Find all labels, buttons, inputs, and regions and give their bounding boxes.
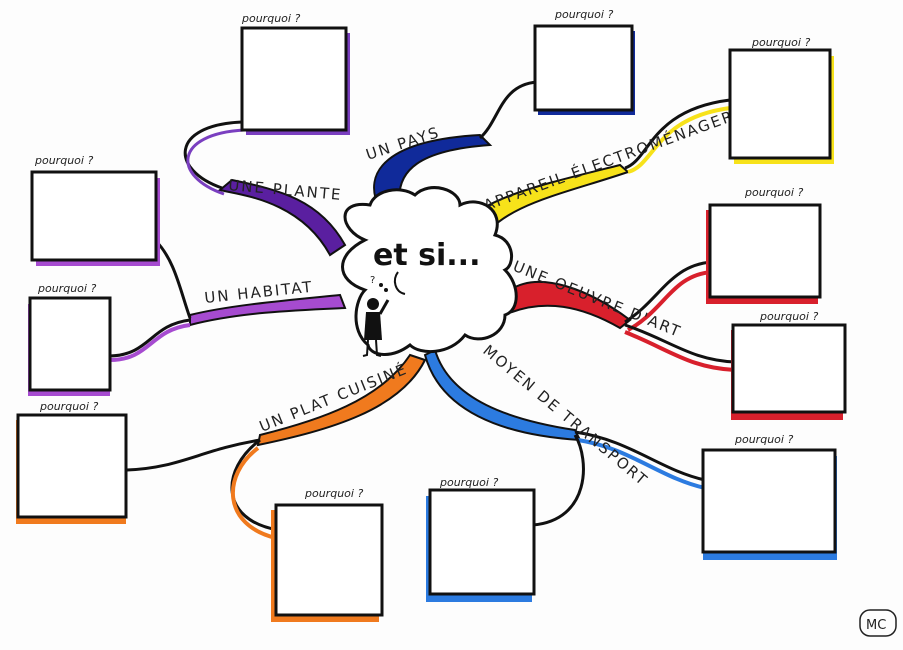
- answer-box[interactable]: pourquoi ?: [30, 154, 160, 266]
- signature-text: MC: [866, 618, 886, 633]
- answer-box[interactable]: pourquoi ?: [701, 433, 837, 560]
- center-title: et si...: [373, 238, 480, 273]
- branch-une-plante: UNE PLANTE: [183, 120, 347, 257]
- box-caption: pourquoi ?: [439, 476, 498, 489]
- box-caption: pourquoi ?: [304, 487, 363, 500]
- answer-box[interactable]: pourquoi ?: [728, 36, 834, 164]
- branch-label: UN APPAREIL ÉLECTROMÉNAGER: [450, 106, 737, 226]
- box-caption: pourquoi ?: [554, 8, 613, 21]
- box-caption: pourquoi ?: [744, 186, 803, 199]
- box-caption: pourquoi ?: [734, 433, 793, 446]
- answer-boxes: pourquoi ? pourquoi ? pourquoi ? pourquo…: [16, 8, 847, 622]
- answer-box[interactable]: pourquoi ?: [271, 487, 384, 622]
- signature: MC: [859, 609, 897, 637]
- answer-box[interactable]: pourquoi ?: [240, 12, 350, 135]
- box-caption: pourquoi ?: [759, 310, 818, 323]
- box-caption: pourquoi ?: [751, 36, 810, 49]
- box-caption: pourquoi ?: [241, 12, 300, 25]
- box-caption: pourquoi ?: [34, 154, 93, 167]
- branch-oeuvre-art: UNE OEUVRE D'ART: [508, 257, 736, 372]
- box-caption: pourquoi ?: [37, 282, 96, 295]
- thinking-person-icon: ?: [362, 271, 406, 357]
- answer-box[interactable]: pourquoi ?: [731, 310, 847, 420]
- answer-box[interactable]: pourquoi ?: [533, 8, 635, 115]
- answer-box[interactable]: pourquoi ?: [16, 400, 128, 524]
- svg-text:?: ?: [370, 275, 375, 286]
- answer-box[interactable]: pourquoi ?: [706, 186, 822, 304]
- central-cloud: et si... ?: [341, 186, 518, 357]
- answer-box[interactable]: pourquoi ?: [28, 282, 112, 396]
- answer-box[interactable]: pourquoi ?: [426, 476, 536, 602]
- box-caption: pourquoi ?: [39, 400, 98, 413]
